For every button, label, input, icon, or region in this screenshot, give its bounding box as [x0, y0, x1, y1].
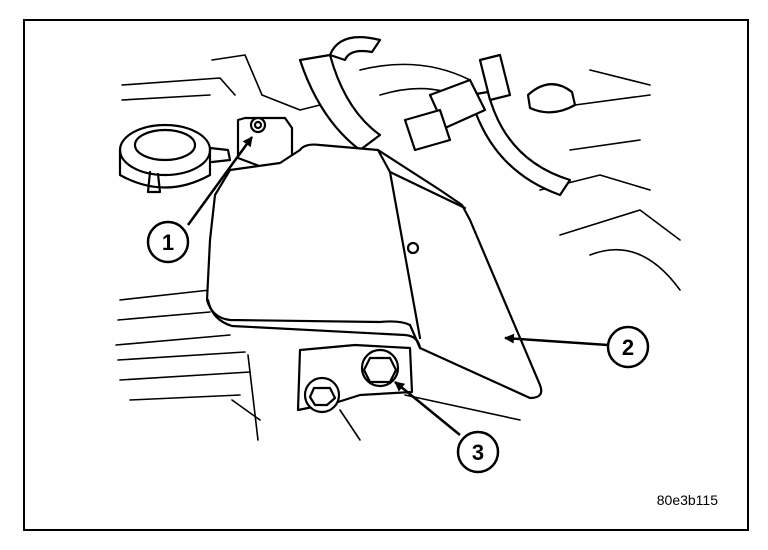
callout-3-leader	[394, 381, 461, 436]
callout-1-number: 1	[162, 230, 174, 255]
rubber-cap	[526, 83, 577, 114]
callout-2-number: 2	[622, 335, 634, 360]
upper-bracket	[236, 116, 294, 172]
figure-code: 80e3b115	[657, 492, 718, 508]
reservoir-tank	[205, 143, 543, 400]
filler-neck	[118, 123, 232, 194]
figure-frame	[23, 19, 749, 531]
callout-2-leader	[504, 333, 609, 347]
callout-1: 1	[146, 220, 190, 264]
hoses	[298, 36, 572, 197]
callout-2: 2	[606, 325, 650, 369]
callout-1-leader	[186, 136, 254, 226]
callout-3-number: 3	[472, 440, 484, 465]
lower-bracket	[296, 343, 414, 414]
callout-3: 3	[456, 430, 500, 474]
